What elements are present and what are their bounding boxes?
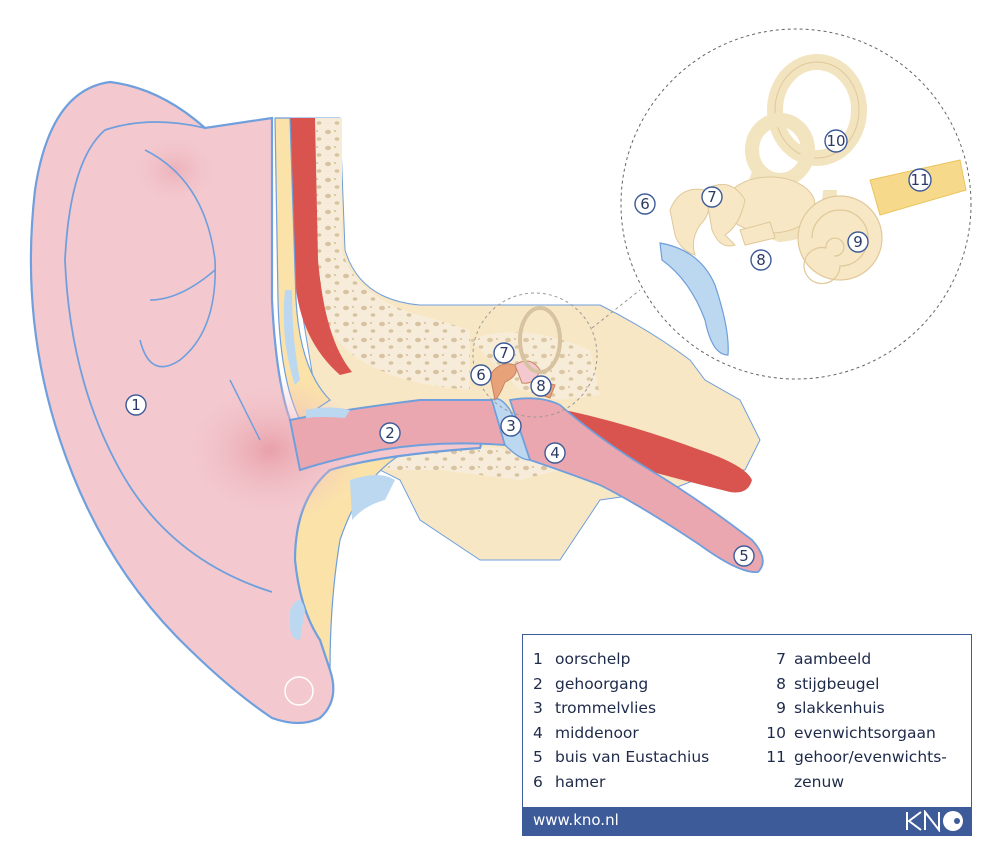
fluid-accent-1: [283, 290, 300, 385]
legend-number: 7: [776, 650, 786, 668]
legend-label: evenwichtsorgaan: [794, 723, 936, 742]
detail-marker-7: 7: [701, 186, 723, 208]
legend-number: 9: [776, 699, 786, 717]
legend-number: 10: [766, 723, 786, 742]
helix-fold: [64, 121, 273, 593]
temporal-muscle: [290, 118, 352, 375]
legend-item: 3 trommelvlies: [533, 696, 709, 721]
detail-marker-9: 9: [847, 231, 869, 253]
marker-4: 4: [544, 442, 566, 464]
svg-text:6: 6: [640, 195, 650, 213]
legend-label: gehoor/evenwichts- zenuw: [794, 748, 947, 791]
marker-5: 5: [733, 545, 755, 567]
svg-text:8: 8: [536, 377, 546, 395]
svg-text:10: 10: [826, 132, 845, 150]
marker-2: 2: [379, 422, 401, 444]
bone-lower: [380, 447, 560, 480]
marker-3: 3: [500, 415, 522, 437]
svg-text:3: 3: [506, 417, 516, 435]
legend-column-left: 1 oorschelp 2 gehoorgang 3 trommelvlies 4 mi…: [533, 647, 709, 794]
detail-marker-11: 11: [908, 168, 932, 192]
legend-item: 11 gehoor/evenwichts- zenuw: [756, 745, 947, 794]
svg-text:5: 5: [739, 547, 749, 565]
detail-eardrum: [659, 242, 729, 356]
marker-7: 7: [493, 342, 515, 364]
legend-item: 1 oorschelp: [533, 647, 709, 672]
svg-text:7: 7: [707, 188, 717, 206]
legend-item: 9 slakkenhuis: [756, 696, 947, 721]
footer-bar: www.kno.nl: [523, 807, 971, 835]
legend-number: 3: [533, 699, 543, 717]
ossicle-hammer: [489, 363, 517, 402]
detail-marker-6: 6: [634, 193, 656, 215]
detail-marker-8: 8: [750, 249, 772, 271]
middle-ear: [508, 397, 764, 573]
legend-label: aambeeld: [794, 650, 872, 668]
fluid-accent-4: [290, 600, 305, 640]
legend-label: trommelvlies: [555, 699, 657, 717]
fluid-accent-3: [350, 475, 395, 520]
marker-1: 1: [125, 394, 147, 416]
marker-6: 6: [470, 364, 492, 386]
bone-upper: [315, 118, 470, 390]
zoom-connector: [591, 289, 641, 329]
semicircular-canal-1-outline: [774, 61, 860, 159]
svg-text:1: 1: [131, 396, 141, 414]
legend-number: 5: [533, 748, 543, 766]
legend-item: 2 gehoorgang: [533, 672, 709, 697]
legend-number: 11: [766, 748, 786, 766]
website-link[interactable]: www.kno.nl: [533, 811, 619, 829]
legend-label: oorschelp: [555, 650, 631, 668]
antihelix-fold: [139, 149, 217, 368]
legend-item: 5 buis van Eustachius: [533, 745, 709, 770]
legend-item: 10 evenwichtsorgaan: [756, 721, 947, 746]
antihelix-fold-2: [149, 269, 261, 441]
legend-label: hamer: [555, 772, 606, 791]
earlobe-logo: [284, 676, 314, 706]
legend-box: 1 oorschelp 2 gehoorgang 3 trommelvlies 4 mi…: [522, 634, 972, 836]
detail-hammer: [669, 188, 710, 256]
marker-8: 8: [530, 375, 552, 397]
legend-item: 7 aambeeld: [756, 647, 947, 672]
cochlea: [797, 195, 883, 281]
legend-label: buis van Eustachius: [555, 748, 710, 766]
legend-number: 4: [533, 723, 543, 742]
legend-number: 2: [533, 674, 543, 693]
svg-text:9: 9: [853, 233, 863, 251]
legend-item: 6 hamer: [533, 770, 709, 795]
zoom-source-circle: [472, 292, 598, 418]
inner-ear-small: [518, 306, 562, 374]
cochlea-spiral: [803, 209, 869, 285]
legend-number: 1: [533, 650, 543, 668]
legend-label: gehoorgang: [555, 674, 649, 693]
svg-text:11: 11: [910, 171, 929, 189]
legend-label: stijgbeugel: [794, 674, 880, 693]
legend-item: 8 stijgbeugel: [756, 672, 947, 697]
legend-label: slakkenhuis: [794, 699, 885, 717]
fluid-accent-2: [305, 407, 350, 418]
svg-text:4: 4: [550, 444, 560, 462]
svg-text:2: 2: [385, 424, 395, 442]
legend-column-right: 7 aambeeld 8 stijgbeugel 9 slakkenhuis 10 ev…: [756, 647, 947, 794]
legend-number: 6: [533, 772, 543, 791]
tube-muscle: [540, 405, 752, 493]
svg-text:8: 8: [756, 251, 766, 269]
svg-text:6: 6: [476, 366, 486, 384]
kno-logo-icon: [906, 810, 963, 832]
detail-marker-10: 10: [824, 129, 848, 153]
legend-label: middenoor: [555, 723, 639, 742]
svg-text:7: 7: [499, 344, 509, 362]
legend-item: 4 middenoor: [533, 721, 709, 746]
legend-number: 8: [776, 674, 786, 693]
detail-stirrup: [739, 221, 776, 246]
